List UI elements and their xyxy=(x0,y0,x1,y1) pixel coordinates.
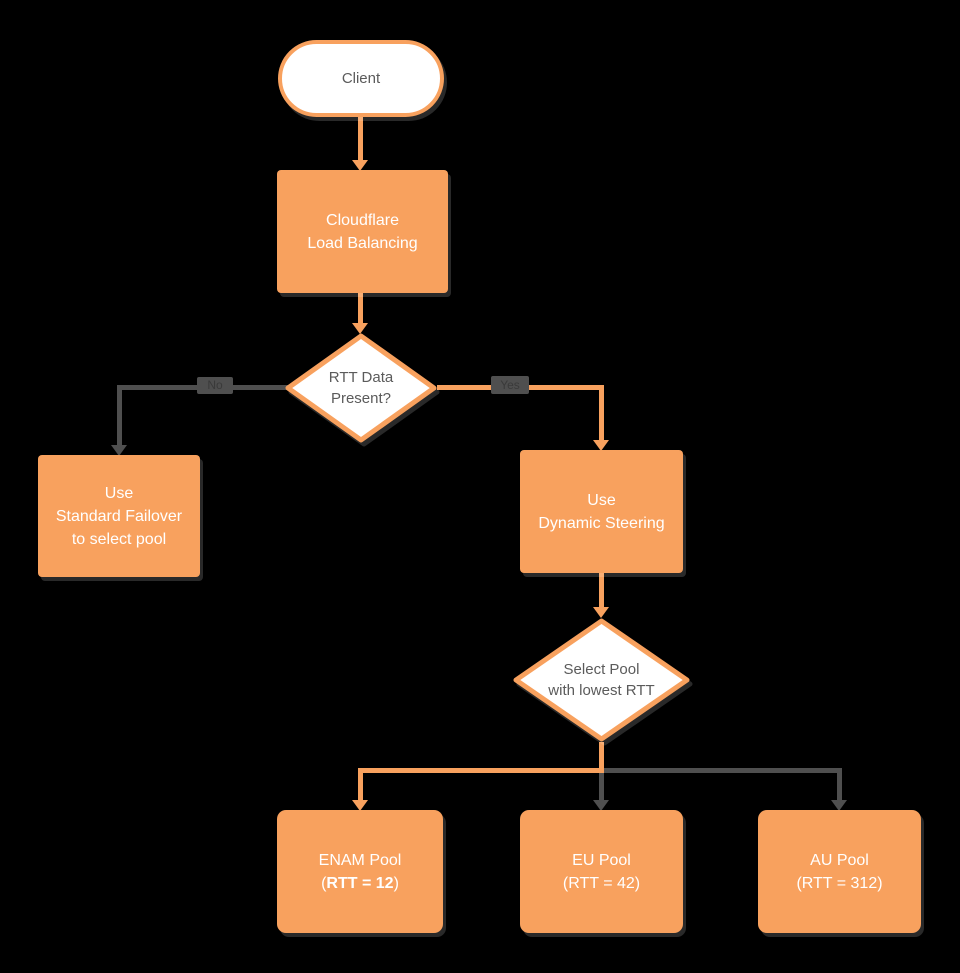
node-enam-pool-rtt-bold: RTT = 12 xyxy=(326,874,394,892)
node-standard-failover: Use Standard Failover to select pool xyxy=(38,455,200,577)
arrowhead-pool-decision-icon xyxy=(593,607,609,618)
edge-to-au-horizontal xyxy=(604,768,842,773)
edge-label-no: No xyxy=(197,377,233,394)
edge-to-enam-horizontal xyxy=(358,768,604,773)
arrowhead-eu-icon xyxy=(593,800,609,811)
node-dynamic-steering-line2: Dynamic Steering xyxy=(538,514,665,532)
node-enam-pool-line2-suffix: ) xyxy=(393,874,399,892)
edge-yes-branch-vertical xyxy=(599,385,604,442)
node-standard-failover-line2: Standard Failover xyxy=(55,507,183,525)
node-enam-pool-line2-prefix: ( xyxy=(321,874,327,892)
node-pool-decision-text: Select Pool with lowest RTT xyxy=(513,618,690,742)
edge-pool-decision-stub xyxy=(599,742,604,773)
arrowhead-dynamic-steering-icon xyxy=(593,440,609,451)
diamond-shape-icon xyxy=(513,618,690,742)
arrowhead-au-icon xyxy=(831,800,847,811)
edge-label-yes: Yes xyxy=(491,376,529,394)
edge-loadbalancer-to-rtt-decision xyxy=(358,293,363,325)
node-enam-pool-line2: (RTT = 12) xyxy=(321,872,399,895)
node-client: Client xyxy=(278,40,444,117)
node-au-pool: AU Pool (RTT = 312) xyxy=(758,810,921,933)
edge-client-to-loadbalancer xyxy=(358,112,363,162)
arrowhead-standard-failover-icon xyxy=(111,445,127,456)
edge-to-eu-vertical xyxy=(599,773,604,802)
node-rtt-decision: RTT Data Present? xyxy=(285,333,437,443)
diamond-shape-icon xyxy=(285,333,437,443)
node-rtt-decision-text: RTT Data Present? xyxy=(285,333,437,443)
node-load-balancer-line1: Cloudflare xyxy=(326,211,399,229)
node-dynamic-steering: Use Dynamic Steering xyxy=(520,450,683,573)
edge-dynamic-to-pool-decision xyxy=(599,573,604,609)
node-standard-failover-line3: to select pool xyxy=(71,530,167,548)
node-dynamic-steering-line1: Use xyxy=(587,491,616,509)
node-enam-pool-line1: ENAM Pool xyxy=(318,851,402,869)
node-load-balancer-line2: Load Balancing xyxy=(307,234,418,252)
node-rtt-decision-line2: Present? xyxy=(330,390,392,407)
node-eu-pool-line1: EU Pool xyxy=(572,851,631,869)
node-pool-decision-line2: with lowest RTT xyxy=(548,682,655,699)
node-eu-pool-line2: (RTT = 42) xyxy=(562,874,641,892)
node-eu-pool: EU Pool (RTT = 42) xyxy=(520,810,683,933)
node-standard-failover-line1: Use xyxy=(104,484,134,502)
node-pool-decision-line1: Select Pool xyxy=(563,661,640,678)
node-client-label: Client xyxy=(341,70,381,87)
node-rtt-decision-line1: RTT Data xyxy=(328,369,394,386)
edge-no-branch-vertical xyxy=(117,385,122,447)
edge-to-au-vertical xyxy=(837,768,842,802)
node-pool-decision: Select Pool with lowest RTT xyxy=(513,618,690,742)
arrowhead-loadbalancer-icon xyxy=(352,160,368,171)
node-au-pool-line2: (RTT = 312) xyxy=(796,874,883,892)
arrowhead-enam-icon xyxy=(352,800,368,811)
node-au-pool-line1: AU Pool xyxy=(810,851,869,869)
edge-to-enam-vertical xyxy=(358,768,363,802)
arrowhead-rtt-decision-icon xyxy=(352,323,368,334)
node-enam-pool: ENAM Pool (RTT = 12) xyxy=(277,810,443,933)
node-load-balancer: Cloudflare Load Balancing xyxy=(277,170,448,293)
